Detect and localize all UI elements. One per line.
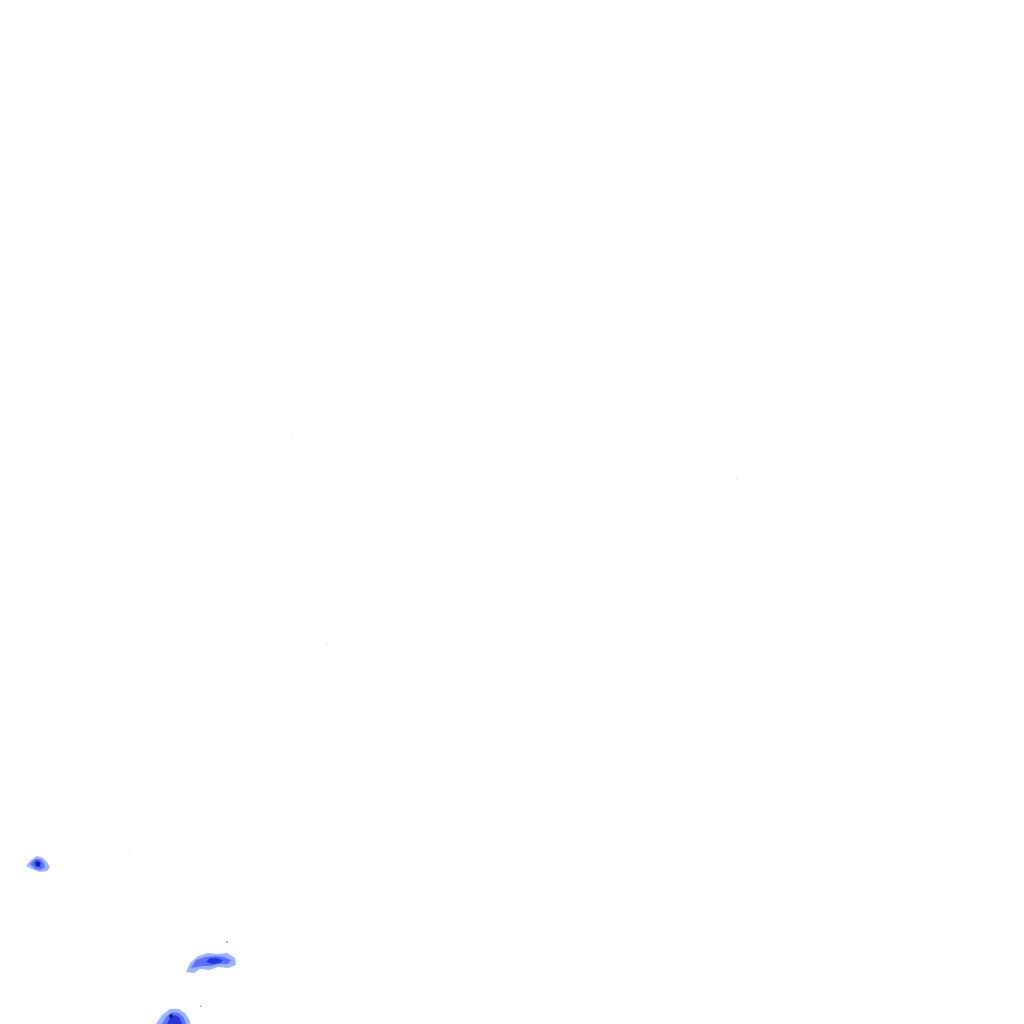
echo-core-point: [169, 1014, 173, 1018]
echo-cell-south-center: [186, 940, 236, 973]
speck: [326, 643, 328, 645]
echo-core-point: [36, 862, 40, 866]
echo-cell-south-edge: [156, 1005, 202, 1024]
speck: [128, 852, 130, 854]
faint-specks: [128, 437, 738, 854]
echo-speck: [200, 1005, 202, 1007]
echo-strong-area: [167, 1015, 182, 1024]
echo-strong-area: [206, 958, 223, 964]
speck: [290, 437, 292, 439]
echo-speck: [225, 940, 229, 944]
speck: [736, 477, 738, 479]
echo-cell-west: [26, 856, 50, 872]
